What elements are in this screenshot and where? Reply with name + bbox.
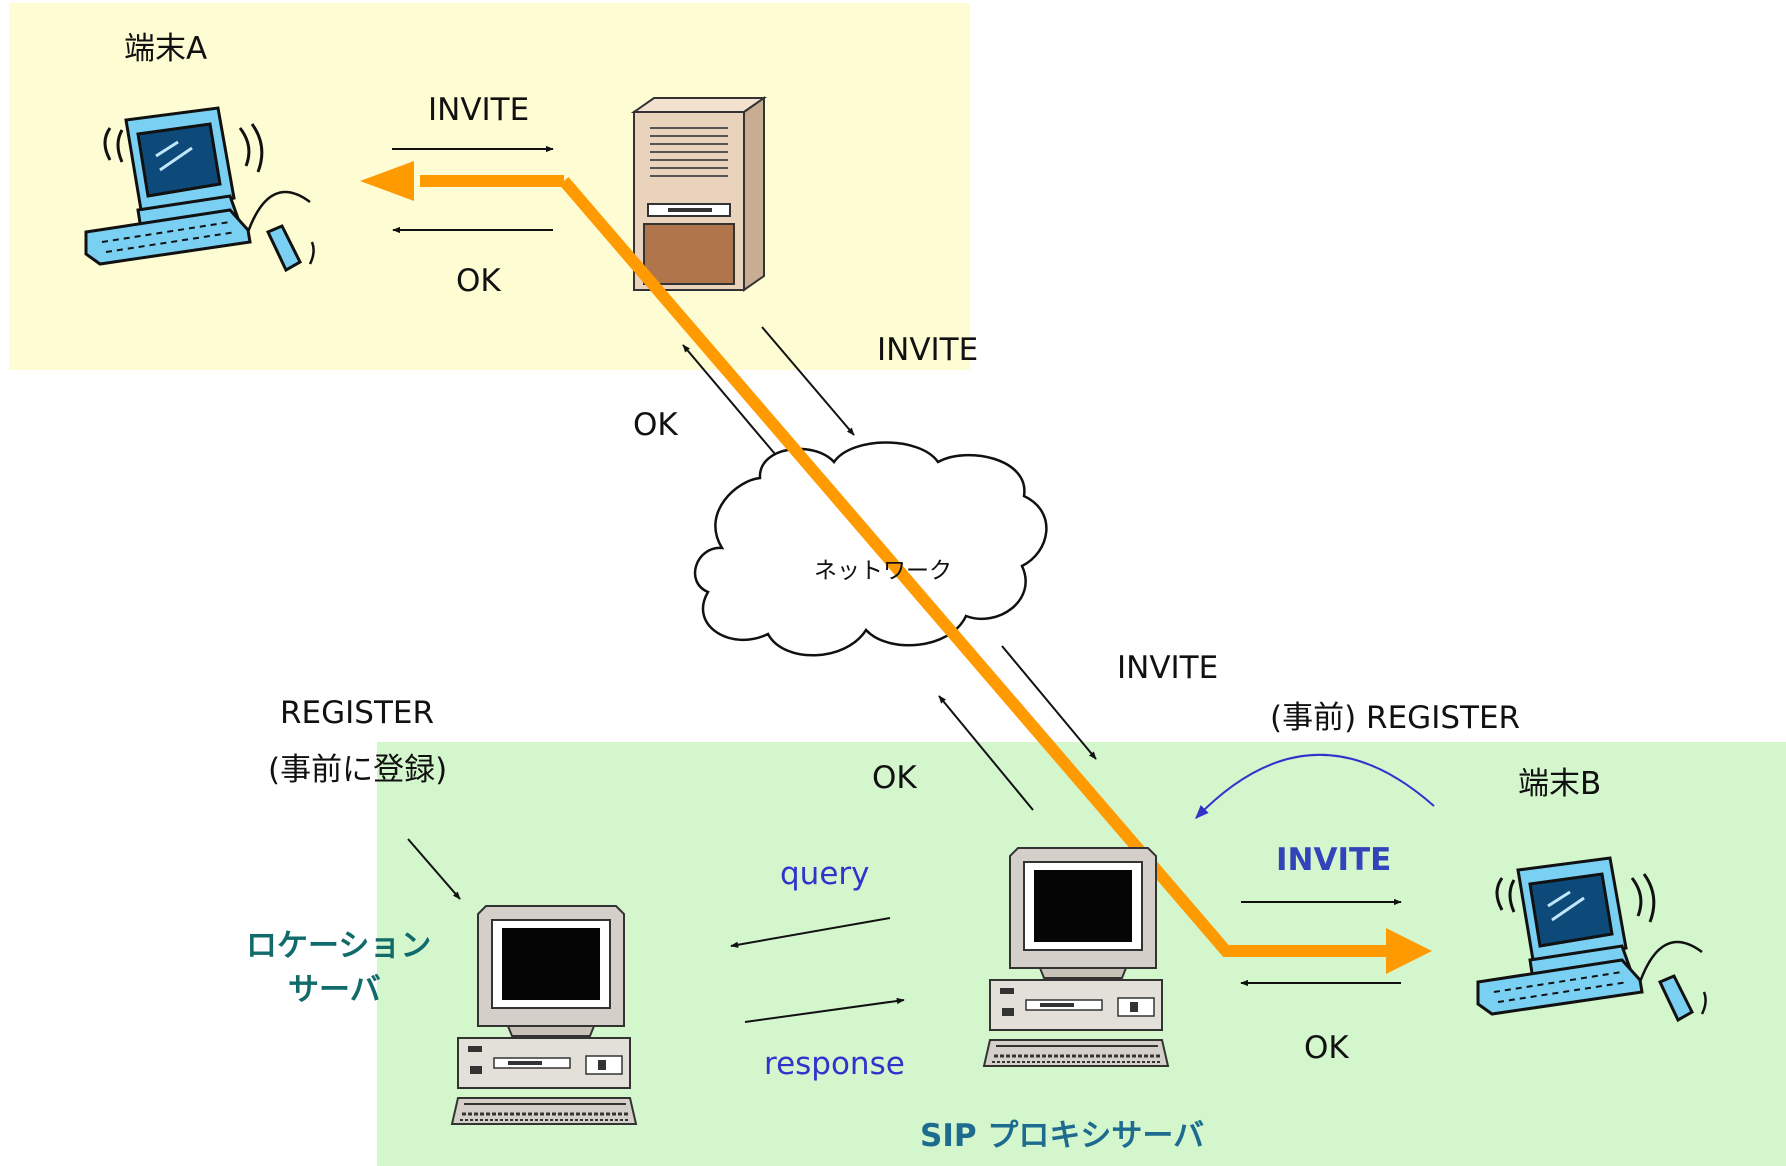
arrow-ok-lower-net [938,695,1034,811]
message-response: response [764,1046,905,1082]
message-invite-lower-net: INVITE [1117,650,1218,686]
call-path-arrowhead-a [360,161,414,201]
terminal-a-label: 端末A [124,31,207,67]
message-ok-top: OK [456,263,501,299]
message-query: query [780,856,870,892]
arrow-query [730,917,891,948]
sip-proxy-label: SIP プロキシサーバ [920,1118,1204,1154]
sip-proxy-computer-icon [982,847,1170,1067]
call-path-line [559,177,1393,957]
network-cloud-icon [693,441,1048,657]
server-tower-icon [630,96,768,292]
arrow-register-right [1195,754,1435,820]
call-path-arrowhead-b [1386,928,1432,974]
arrow-response [744,997,905,1023]
message-ok-upper-net: OK [633,407,678,443]
location-server-computer-icon [450,905,638,1125]
message-register-left-note: (事前に登録) [268,752,447,788]
location-server-label-line1: ロケーション [246,928,431,964]
terminal-b-label: 端末B [1518,766,1601,802]
location-server-label-line2: サーバ [288,972,381,1008]
message-register-right: (事前) REGISTER [1270,700,1520,736]
message-ok-lower-net: OK [872,760,917,796]
message-invite-top: INVITE [428,92,529,128]
terminal-b-computer-icon [1476,856,1707,1023]
arrow-ok-upper-net [682,344,776,455]
terminal-a-computer-icon [84,106,315,273]
message-invite-b: INVITE [1276,842,1391,878]
arrow-invite-upper-net [761,326,855,436]
message-ok-b: OK [1304,1030,1349,1066]
arrow-register-left [407,838,461,900]
arrow-invite-lower-net [1001,645,1097,760]
message-register-left: REGISTER [280,695,434,731]
message-invite-upper-net: INVITE [877,332,978,368]
network-label: ネットワーク [814,558,952,584]
